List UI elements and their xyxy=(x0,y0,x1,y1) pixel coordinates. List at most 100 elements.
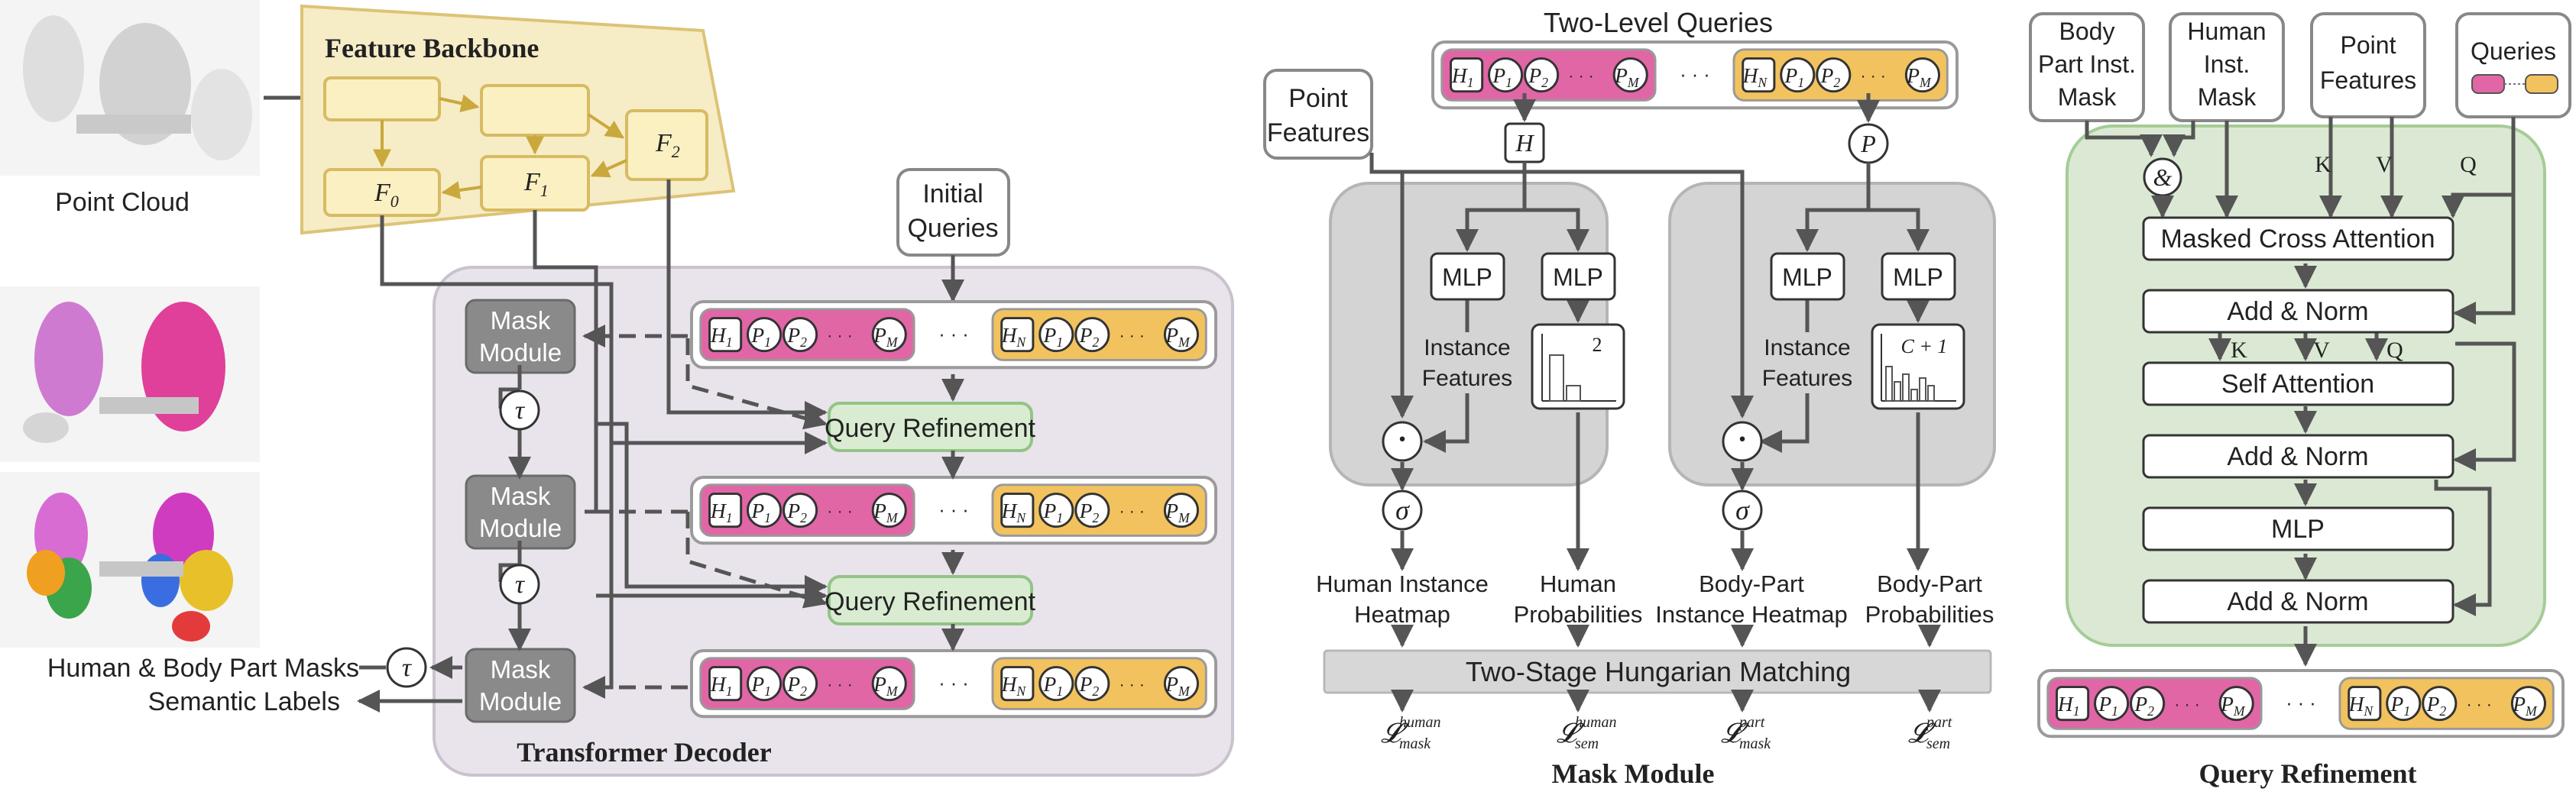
svg-text:Mask: Mask xyxy=(491,482,551,510)
hungarian-matching-box xyxy=(1323,649,1992,694)
svg-text:Mask: Mask xyxy=(2198,83,2257,111)
part-query-token xyxy=(2130,686,2166,722)
svg-text:· · ·: · · · xyxy=(827,674,853,693)
svg-text:PM: PM xyxy=(873,499,899,525)
svg-text:H: H xyxy=(1515,129,1534,157)
svg-text:Q: Q xyxy=(2460,152,2477,177)
query-refinement-title: Query Refinement xyxy=(2199,758,2417,789)
human-query-token xyxy=(708,493,743,528)
part-query-token xyxy=(747,317,783,353)
point-features-line2: Features xyxy=(1267,118,1369,147)
part-query-token xyxy=(1163,666,1199,702)
part-query-token xyxy=(1524,57,1560,93)
part-query-token xyxy=(1904,57,1940,93)
f0-label: F0 xyxy=(374,179,399,211)
svg-text:P2: P2 xyxy=(2426,693,2447,719)
point-features-input xyxy=(2310,12,2426,118)
human-query-token xyxy=(708,666,743,702)
part-query-token xyxy=(1039,666,1074,702)
output-masks-label: Human & Body Part Masks xyxy=(47,654,359,683)
refinement-block: Add & Norm xyxy=(2142,579,2454,624)
refinement-block: MLP xyxy=(2142,506,2454,551)
svg-text:Module: Module xyxy=(479,687,562,716)
svg-text:P1: P1 xyxy=(2390,693,2411,719)
part-query-token xyxy=(2510,686,2546,722)
svg-text:HN: HN xyxy=(2348,693,2374,719)
svg-text:PM: PM xyxy=(2512,693,2538,719)
part-query-token xyxy=(1074,317,1110,353)
transformer-decoder-title: Transformer Decoder xyxy=(517,737,772,768)
svg-text:Body-Part: Body-Part xyxy=(1699,570,1804,597)
refinement-block: Add & Norm xyxy=(2142,289,2454,334)
svg-text:PM: PM xyxy=(2220,693,2246,719)
svg-text:P2: P2 xyxy=(1079,673,1100,699)
svg-text:sem: sem xyxy=(1575,735,1599,752)
svg-text:Self Attention: Self Attention xyxy=(2221,370,2374,399)
tau-nodes: τττ xyxy=(386,389,540,688)
mlp-box xyxy=(1430,252,1505,301)
mlp-boxes: MLP MLP MLP MLP xyxy=(1430,252,1956,301)
part-query-token xyxy=(1612,57,1648,93)
svg-text:Features: Features xyxy=(2320,66,2416,94)
svg-text:MLP: MLP xyxy=(1893,263,1943,291)
instance-features-line2: Features xyxy=(1422,366,1512,391)
svg-text:· · ·: · · · xyxy=(2174,694,2200,713)
instance-features-line1: Instance xyxy=(1764,335,1850,360)
f1-label: F1 xyxy=(523,168,549,200)
refinement-block: Add & Norm xyxy=(2142,434,2454,479)
svg-text:P2: P2 xyxy=(1528,64,1548,90)
svg-text:2: 2 xyxy=(1593,334,1602,356)
sigma-node xyxy=(1382,490,1423,531)
svg-text:PM: PM xyxy=(1165,673,1191,699)
svg-text:Part Inst.: Part Inst. xyxy=(2038,50,2136,78)
part-query-token xyxy=(747,666,783,702)
tau-node: τ xyxy=(499,389,540,431)
part-query-token xyxy=(1039,317,1074,353)
svg-text:· · ·: · · · xyxy=(827,325,853,344)
human-query-token xyxy=(2056,686,2090,722)
svg-text:Body: Body xyxy=(2059,18,2115,45)
svg-text:P2: P2 xyxy=(786,673,807,699)
svg-text:P2: P2 xyxy=(1079,499,1100,525)
svg-text:V: V xyxy=(2376,152,2393,177)
human-query-token xyxy=(1450,57,1484,93)
svg-text:P1: P1 xyxy=(1784,64,1805,90)
initial-queries-label-line2: Queries xyxy=(907,214,998,243)
dot-product-node xyxy=(1722,421,1763,462)
part-histogram-icon: C + 1 xyxy=(1871,323,1965,410)
part-query-swatch xyxy=(2525,74,2558,94)
refinement-inputs: Body Part Inst. Mask Human Inst. Mask Po… xyxy=(2029,12,2571,122)
svg-text:HN: HN xyxy=(1001,499,1027,525)
svg-text:HN: HN xyxy=(1742,64,1768,90)
svg-text:MLP: MLP xyxy=(2271,515,2325,544)
svg-text:P2: P2 xyxy=(786,499,807,525)
svg-text:σ: σ xyxy=(1735,495,1750,525)
instance-features-line1: Instance xyxy=(1424,335,1510,360)
svg-text:K: K xyxy=(2231,338,2247,363)
svg-text:V: V xyxy=(2313,338,2330,363)
dot-product-node xyxy=(1382,421,1423,462)
svg-text:human: human xyxy=(1399,714,1440,731)
human-query-token xyxy=(1000,317,1035,353)
point-cloud-images xyxy=(0,0,260,648)
query-refinement-label-2: Query Refinement xyxy=(825,587,1035,616)
part-query-token xyxy=(783,666,818,702)
svg-text:P2: P2 xyxy=(786,324,807,350)
svg-text:Queries: Queries xyxy=(2471,37,2556,65)
svg-text:P1: P1 xyxy=(2098,693,2118,719)
dot-product-nodes: · · xyxy=(1382,421,1763,462)
svg-text:· · ·: · · · xyxy=(1119,325,1145,344)
refinement-connections xyxy=(2085,117,2516,667)
refinement-block: Masked Cross Attention xyxy=(2142,216,2454,261)
